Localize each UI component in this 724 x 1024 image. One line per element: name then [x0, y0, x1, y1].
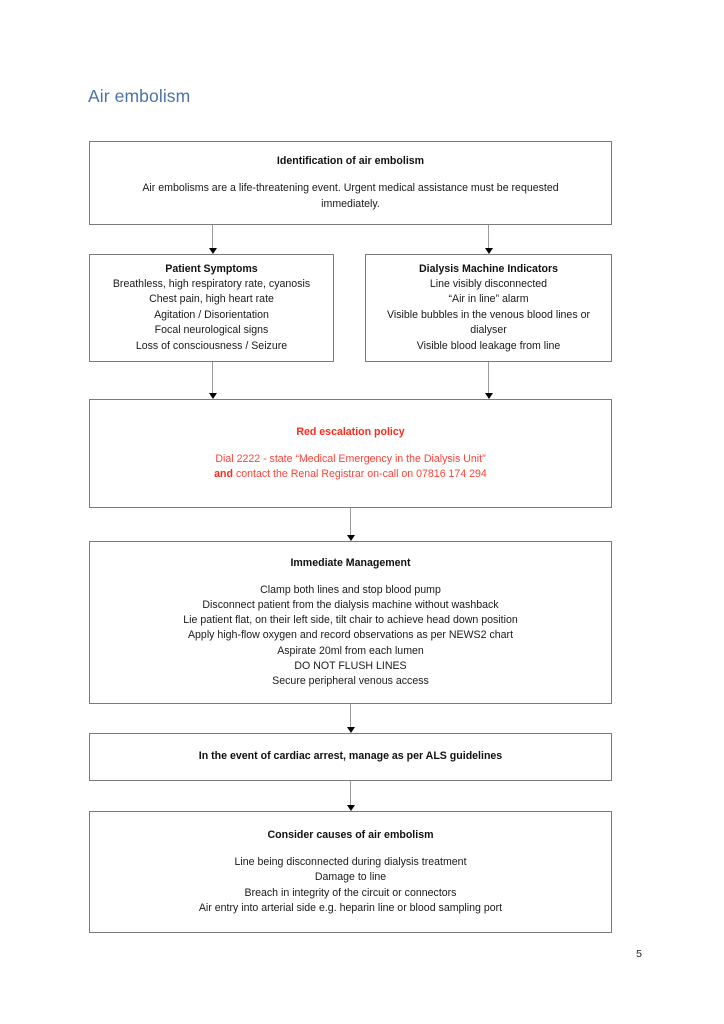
connector-stem	[488, 225, 489, 248]
node-line: immediately.	[321, 197, 380, 210]
arrowhead-down-icon	[346, 727, 355, 733]
node-line: Air entry into arterial side e.g. hepari…	[198, 901, 503, 914]
page-title: Air embolism	[88, 86, 191, 106]
flow-node-dialysis-machine-indicators: Dialysis Machine Indicators Line visibly…	[365, 254, 612, 362]
node-line-emphasis: and contact the Renal Registrar on-call …	[214, 467, 487, 482]
node-line: Disconnect patient from the dialysis mac…	[202, 598, 499, 611]
connector-stem	[350, 704, 351, 727]
connector-stem	[350, 508, 351, 535]
flow-node-consider-causes: Consider causes of air embolism Line bei…	[89, 811, 612, 933]
node-title: In the event of cardiac arrest, manage a…	[198, 750, 503, 763]
emphasis-and: and	[214, 468, 233, 481]
node-line: Loss of consciousness / Seizure	[135, 339, 288, 352]
node-line: Focal neurological signs	[154, 324, 269, 337]
flow-node-identification: Identification of air embolism Air embol…	[89, 141, 612, 225]
flow-node-immediate-management: Immediate Management Clamp both lines an…	[89, 541, 612, 704]
node-line: Line being disconnected during dialysis …	[234, 856, 467, 869]
arrowhead-down-icon	[346, 535, 355, 541]
node-line: Breach in integrity of the circuit or co…	[244, 886, 457, 899]
node-title: Immediate Management	[290, 556, 411, 569]
node-title: Identification of air embolism	[276, 155, 425, 168]
page-number: 5	[636, 948, 642, 960]
connector-stem	[488, 362, 489, 393]
node-line: Clamp both lines and stop blood pump	[260, 583, 441, 596]
emphasis-rest: contact the Renal Registrar on-call on 0…	[233, 468, 487, 481]
connector-stem	[212, 362, 213, 393]
node-line: Visible blood leakage from line	[416, 339, 561, 352]
node-line: Damage to line	[314, 871, 387, 884]
node-line: Lie patient flat, on their left side, ti…	[183, 614, 518, 627]
node-line: Secure peripheral venous access	[272, 675, 429, 688]
flow-node-red-escalation-policy: Red escalation policy Dial 2222 - state …	[89, 399, 612, 508]
flow-node-cardiac-arrest: In the event of cardiac arrest, manage a…	[89, 733, 612, 781]
node-title: Dialysis Machine Indicators	[419, 262, 558, 275]
node-line: Dial 2222 - state “Medical Emergency in …	[215, 452, 486, 465]
node-title: Patient Symptoms	[165, 262, 258, 275]
connector-stem	[212, 225, 213, 248]
node-line: Visible bubbles in the venous blood line…	[387, 308, 590, 321]
flow-node-patient-symptoms: Patient Symptoms Breathless, high respir…	[89, 254, 334, 362]
node-line: Breathless, high respiratory rate, cyano…	[112, 277, 311, 290]
arrowhead-down-icon	[208, 248, 217, 254]
arrowhead-down-icon	[208, 393, 217, 399]
node-title: Consider causes of air embolism	[267, 828, 434, 841]
arrowhead-down-icon	[484, 248, 493, 254]
arrowhead-down-icon	[346, 805, 355, 811]
arrowhead-down-icon	[484, 393, 493, 399]
node-line: Aspirate 20ml from each lumen	[277, 644, 424, 657]
node-line: Line visibly disconnected	[429, 277, 548, 290]
node-line: dialyser	[470, 324, 507, 337]
node-title: Red escalation policy	[296, 425, 405, 438]
connector-stem	[350, 781, 351, 805]
node-line: “Air in line” alarm	[448, 293, 529, 306]
node-line: Apply high-flow oxygen and record observ…	[187, 629, 514, 642]
node-line: Chest pain, high heart rate	[149, 293, 274, 306]
node-line: DO NOT FLUSH LINES	[294, 659, 407, 672]
node-line: Air embolisms are a life-threatening eve…	[142, 182, 559, 195]
node-line: Agitation / Disorientation	[154, 308, 269, 321]
